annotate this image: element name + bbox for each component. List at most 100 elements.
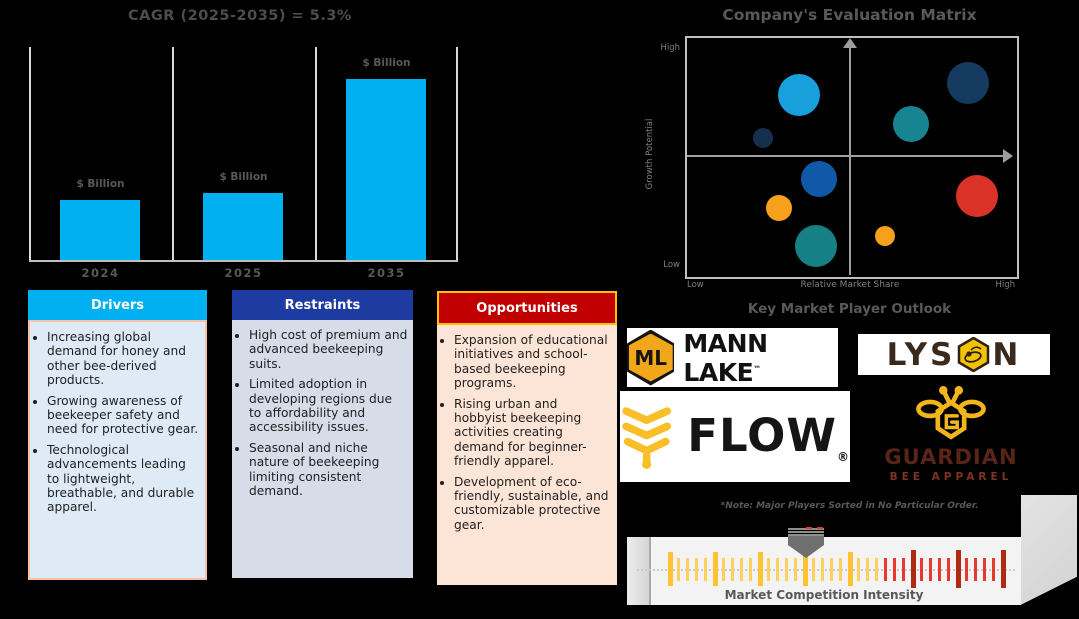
intensity-bar [821,558,824,581]
mann-lake-wordmark: MANN LAKE™ [683,329,838,387]
mann-lake-monogram: ML [628,333,673,382]
red-dash-mark [806,527,823,529]
intensity-bar [920,558,923,581]
trademark-symbol: ™ [753,364,761,374]
intensity-bar [983,558,986,581]
mann-lake-name: MANN LAKE [683,328,768,387]
drivers-header: Drivers [28,290,207,320]
intensity-bar [785,558,788,581]
matrix-vertical-axis [849,46,851,275]
intensity-bar [713,552,718,586]
note-text: *Note: Major Players Sorted in No Partic… [720,501,979,511]
intensity-bar [1001,550,1006,588]
ribbon-fold [627,537,649,605]
lyson-wordmark-pre: LYS [886,336,956,373]
panel-divider [172,47,174,260]
intensity-bar [857,558,860,581]
matrix-title: Company's Evaluation Matrix [722,6,977,24]
flow-honey-icon [622,406,672,469]
intensity-bar [893,558,896,581]
panel-divider [456,47,458,260]
y-axis-high-label: High [660,43,680,53]
intensity-bar [956,550,961,588]
restraints-title: Restraints [284,297,361,313]
x-axis-low-label: Low [687,280,704,290]
bar-2025 [203,193,283,260]
intensity-bar [974,558,977,581]
bar-year-label: 2025 [224,266,263,280]
matrix-bubble [893,106,930,143]
panel-divider [315,47,317,260]
drivers-title: Drivers [90,297,145,313]
intensity-bar [812,558,815,581]
intensity-bar [695,558,698,581]
matrix-bubble [778,74,821,117]
bar-2035 [346,79,426,260]
intensity-bar [668,552,673,586]
intensity-bar [929,558,932,581]
bar-year-label: 2035 [367,266,406,280]
guardian-bee-icon [916,386,986,440]
bar-2024 [60,200,140,260]
bullet-item: Seasonal and niche nature of beekeeping … [249,441,408,499]
restraints-body: High cost of premium and advanced beekee… [232,320,413,578]
intensity-bar [875,558,878,581]
intensity-bar [740,558,743,581]
restraints-box: Restraints High cost of premium and adva… [232,290,413,578]
bullet-item: Increasing global demand for honey and o… [47,330,200,388]
bullet-item: Rising urban and hobbyist beekeeping act… [454,397,612,469]
intensity-gauge: Market Competition Intensity [627,537,1021,605]
mann-lake-hexagon-icon: ML [627,329,675,386]
intensity-bar [767,558,770,581]
flow-logo: FLOW® [620,391,850,482]
bullet-item: Development of eco-friendly, sustainable… [454,475,612,533]
bullet-item: Growing awareness of beekeeper safety an… [47,394,200,437]
matrix-bubble [801,161,837,197]
intensity-bar [776,558,779,581]
panel-divider [29,47,31,260]
restraints-list: High cost of premium and advanced beekee… [232,320,413,512]
intensity-bar [803,552,808,586]
drivers-list: Increasing global demand for honey and o… [30,322,205,529]
matrix-bubble [956,174,999,217]
matrix-bubble [752,128,773,149]
restraints-header: Restraints [232,290,413,320]
gauge-dotted-line [637,569,1015,571]
intensity-bar [794,558,797,581]
lyson-bee-hexagon-icon [958,337,990,372]
intensity-bar [686,558,689,581]
intensity-bar [749,558,752,581]
matrix-bubble [794,224,837,267]
matrix-bubble [766,194,793,221]
opportunities-box: Opportunities Expansion of educational i… [437,291,617,585]
opportunities-header: Opportunities [437,291,617,325]
y-axis-title: Growth Potential [645,118,655,190]
opportunities-body: Expansion of educational initiatives and… [437,325,617,585]
opportunities-list: Expansion of educational initiatives and… [437,325,617,546]
intensity-bar [758,552,763,586]
matrix-bubble [875,226,895,247]
gauge-pointer-icon [788,545,824,558]
ribbon-curl [1021,495,1077,605]
matrix-horizontal-axis [687,155,1005,157]
bullet-item: High cost of premium and advanced beekee… [249,328,408,371]
y-axis-low-label: Low [663,260,680,270]
intensity-bar [677,558,680,581]
guardian-name: GUARDIAN [884,445,1018,469]
x-axis-title: Relative Market Share [800,280,900,290]
intensity-bar [866,558,869,581]
ribbon-fold-line [649,537,651,605]
mann-lake-logo: ML MANN LAKE™ [627,328,838,387]
intensity-bar [839,558,842,581]
up-arrow-icon [843,38,857,48]
bar-year-label: 2024 [81,266,120,280]
intensity-bar [848,552,853,586]
matrix-plot-area [685,36,1019,279]
gauge-pointer-stack [788,528,824,537]
x-axis-baseline [29,260,458,262]
lyson-wordmark-post: N [992,336,1022,373]
bullet-item: Expansion of educational initiatives and… [454,333,612,391]
